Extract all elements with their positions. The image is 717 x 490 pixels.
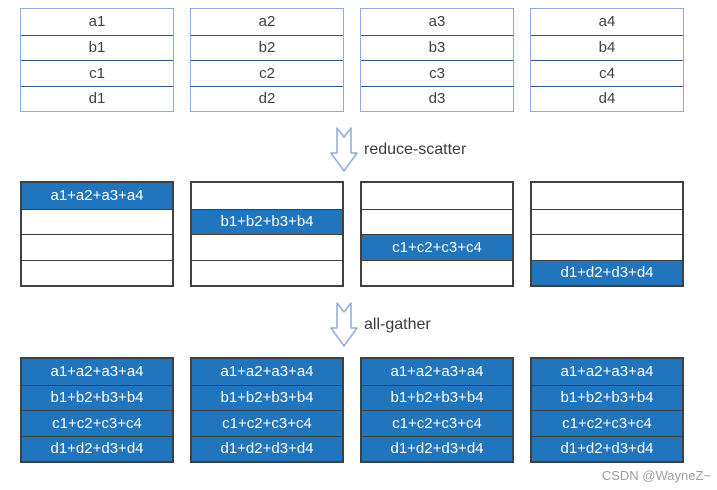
table-cell: b3 (361, 34, 513, 61)
table-cell-highlighted: a1+a2+a3+a4 (362, 359, 512, 385)
table-cell-highlighted: a1+a2+a3+a4 (22, 359, 172, 385)
table-cell (532, 208, 682, 234)
table-cell-highlighted: d1+d2+d3+d4 (362, 435, 512, 461)
all-gather-table-3: a1+a2+a3+a4 b1+b2+b3+b4 c1+c2+c3+c4 d1+d… (360, 357, 514, 463)
table-cell (192, 259, 342, 285)
table-cell (192, 234, 342, 260)
table-cell: d2 (191, 85, 343, 112)
table-cell (362, 208, 512, 234)
table-cell-highlighted: b1+b2+b3+b4 (362, 384, 512, 410)
table-cell: a2 (258, 13, 276, 31)
table-cell-highlighted: c1+c2+c3+c4 (22, 410, 172, 436)
reduce-scatter-table-3: c1+c2+c3+c4 (360, 181, 514, 287)
table-cell: c4 (531, 60, 683, 86)
initial-table-3: a3 b3 c3 d3 (360, 8, 514, 112)
table-cell: d3 (361, 85, 513, 112)
table-cell-highlighted: a1+a2+a3+a4 (22, 183, 172, 209)
table-cell-highlighted: c1+c2+c3+c4 (532, 410, 682, 436)
table-cell-highlighted: b1+b2+b3+b4 (532, 384, 682, 410)
table-cell (532, 183, 682, 209)
reduce-scatter-table-4: d1+d2+d3+d4 (530, 181, 684, 287)
all-gather-step: all-gather (330, 302, 431, 348)
table-cell: d4 (531, 85, 683, 112)
table-cell (362, 183, 512, 209)
down-arrow-icon (330, 302, 358, 347)
table-cell: a3 (428, 13, 446, 31)
table-cell (22, 208, 172, 234)
table-cell: b4 (531, 34, 683, 61)
all-gather-table-4: a1+a2+a3+a4 b1+b2+b3+b4 c1+c2+c3+c4 d1+d… (530, 357, 684, 463)
all-gather-table-1: a1+a2+a3+a4 b1+b2+b3+b4 c1+c2+c3+c4 d1+d… (20, 357, 174, 463)
table-cell-highlighted: b1+b2+b3+b4 (192, 208, 342, 234)
table-cell (362, 259, 512, 285)
table-cell-highlighted: d1+d2+d3+d4 (192, 435, 342, 461)
csdn-watermark: CSDN @WayneZ~ (601, 468, 711, 483)
all-gather-table-2: a1+a2+a3+a4 b1+b2+b3+b4 c1+c2+c3+c4 d1+d… (190, 357, 344, 463)
down-arrow-icon (330, 127, 358, 172)
table-cell: a4 (598, 13, 616, 31)
initial-table-1: a1 b1 c1 d1 (20, 8, 174, 112)
table-cell-highlighted: c1+c2+c3+c4 (362, 410, 512, 436)
reduce-scatter-table-1: a1+a2+a3+a4 (20, 181, 174, 287)
table-cell: b2 (191, 34, 343, 61)
table-cell-highlighted: d1+d2+d3+d4 (532, 435, 682, 461)
reduce-scatter-step: reduce-scatter (330, 127, 466, 173)
table-cell-highlighted: b1+b2+b3+b4 (192, 384, 342, 410)
initial-table-2: a2 b2 c2 d2 (190, 8, 344, 112)
reduce-scatter-label: reduce-scatter (364, 141, 467, 158)
table-cell: c1 (21, 60, 173, 86)
table-cell: a1 (88, 13, 106, 31)
table-cell-highlighted: d1+d2+d3+d4 (22, 435, 172, 461)
reduce-scatter-table-2: b1+b2+b3+b4 (190, 181, 344, 287)
table-cell (22, 234, 172, 260)
table-cell: c2 (191, 60, 343, 86)
table-cell-highlighted: c1+c2+c3+c4 (362, 234, 512, 260)
table-cell (192, 183, 342, 209)
table-cell-highlighted: d1+d2+d3+d4 (532, 259, 682, 285)
table-cell: b1 (21, 34, 173, 61)
table-cell-highlighted: a1+a2+a3+a4 (192, 359, 342, 385)
table-cell (532, 234, 682, 260)
table-cell-highlighted: b1+b2+b3+b4 (22, 384, 172, 410)
table-cell-highlighted: a1+a2+a3+a4 (532, 359, 682, 385)
table-cell (22, 259, 172, 285)
table-cell-highlighted: c1+c2+c3+c4 (192, 410, 342, 436)
all-gather-label: all-gather (364, 316, 431, 333)
table-cell: d1 (21, 85, 173, 112)
initial-table-4: a4 b4 c4 d4 (530, 8, 684, 112)
table-cell: c3 (361, 60, 513, 86)
